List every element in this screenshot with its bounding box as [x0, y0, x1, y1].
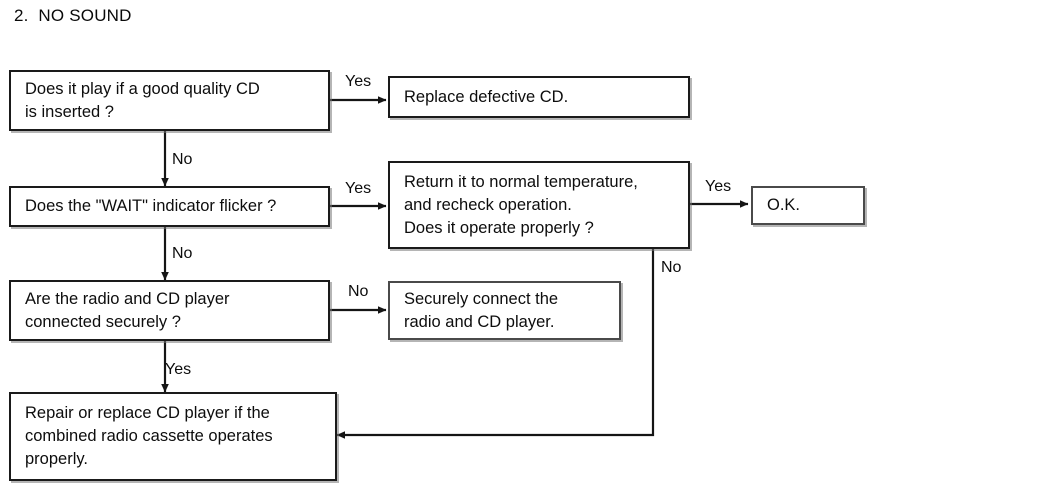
node-action-repair-replace-cd-player[interactable]: Repair or replace CD player if the combi… — [9, 392, 337, 481]
edge-label-a2-yes: Yes — [705, 178, 732, 195]
node-question-radio-cd-connected[interactable]: Are the radio and CD player connected se… — [9, 280, 330, 341]
edge-label-q1-yes: Yes — [345, 73, 372, 90]
node-label: Repair or replace CD player if the combi… — [25, 404, 273, 468]
edge-label-q3-no: No — [348, 283, 369, 300]
edge-label-q3-yes: Yes — [165, 361, 192, 378]
edge-label-a2-no: No — [661, 259, 682, 276]
node-question-wait-indicator-flicker[interactable]: Does the "WAIT" indicator flicker ? — [9, 186, 330, 227]
edge-label-q1-no: No — [172, 151, 193, 168]
node-action-replace-defective-cd[interactable]: Replace defective CD. — [388, 76, 690, 118]
node-label: Are the radio and CD player connected se… — [25, 289, 230, 331]
node-terminal-ok[interactable]: O.K. — [751, 186, 865, 225]
node-action-securely-connect[interactable]: Securely connect the radio and CD player… — [388, 281, 621, 340]
edge-label-q2-no: No — [172, 245, 193, 262]
node-label: Replace defective CD. — [404, 87, 569, 106]
node-label: Securely connect the radio and CD player… — [404, 289, 559, 331]
node-question-good-quality-cd[interactable]: Does it play if a good quality CD is ins… — [9, 70, 330, 131]
page-title: 2. NO SOUND — [14, 6, 132, 25]
edge-label-q2-yes: Yes — [345, 180, 372, 197]
node-label: O.K. — [767, 196, 801, 214]
node-label: Return it to normal temperature, and rec… — [404, 172, 638, 237]
node-label: Does the "WAIT" indicator flicker ? — [25, 197, 277, 215]
node-action-return-normal-temperature[interactable]: Return it to normal temperature, and rec… — [388, 161, 690, 249]
node-label: Does it play if a good quality CD is ins… — [25, 79, 260, 121]
